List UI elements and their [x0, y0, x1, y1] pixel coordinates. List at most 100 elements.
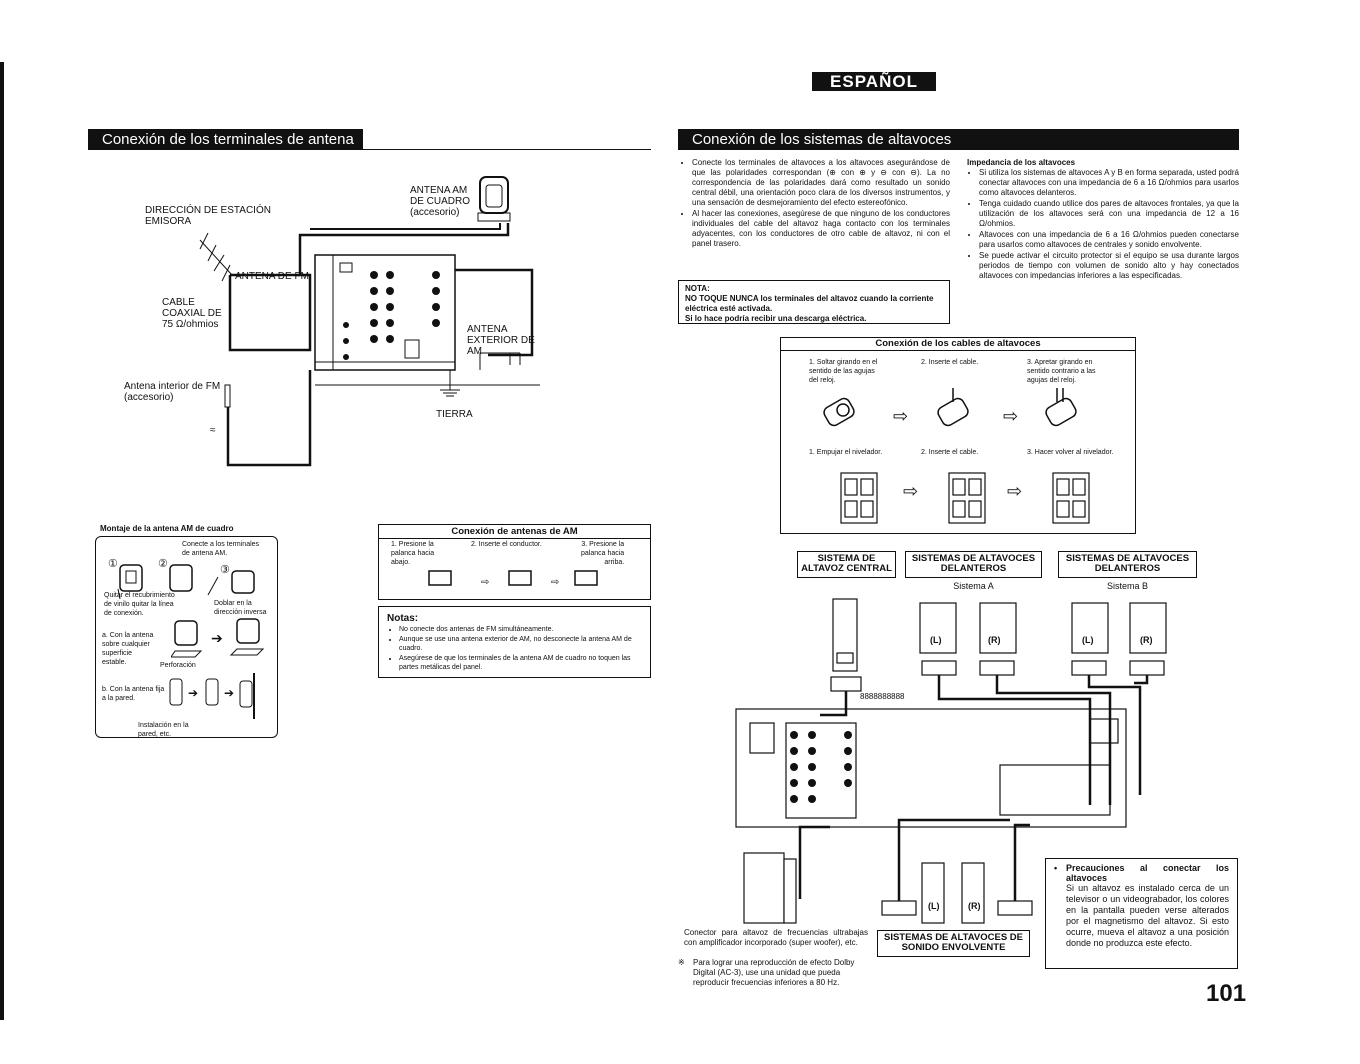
surround-left-speaker-icon — [921, 862, 945, 924]
bullet-item: Al hacer las conexiones, asegúrese de qu… — [692, 209, 950, 249]
subwoofer-note-mark: ※ — [678, 958, 685, 967]
svg-text:≈: ≈ — [210, 425, 216, 436]
nota-line1: NO TOQUE NUNCA los terminales del altavo… — [685, 294, 934, 313]
label-ground: TIERRA — [436, 409, 473, 420]
label-direction: DIRECCIÓN DE ESTACIÓN EMISORA — [145, 205, 271, 227]
loop-assembly-title: Montaje de la antena AM de cuadro — [100, 524, 234, 533]
label-am-loop: ANTENA AM DE CUADRO (accesorio) — [410, 185, 471, 218]
antenna-diagram: ≈ — [199, 176, 540, 467]
page-edge-bar — [0, 62, 4, 1020]
cable-row2-step1: 1. Empujar el nivelador. — [809, 449, 883, 456]
page-number: 101 — [1206, 980, 1247, 1007]
front-a-left-tag: (L) — [930, 635, 942, 645]
precautions-title-text: Precauciones al conectar los altavoces — [1066, 863, 1229, 883]
note-item: No conecte dos antenas de FM simultáneam… — [399, 625, 642, 634]
loop-steps-illustration: ① ② ③ — [108, 558, 255, 600]
label-fm-antenna: ANTENA DE FM — [235, 271, 309, 282]
loop-assembly-box: Conecte a los terminales de antena AM. ①… — [95, 536, 278, 738]
svg-text:➔: ➔ — [224, 686, 234, 700]
front-b-right-speaker-icon — [1129, 602, 1167, 654]
precautions-title: •Precauciones al conectar los altavoces — [1054, 863, 1229, 883]
front-a-right-speaker-icon — [979, 602, 1017, 654]
am-step3: 3. Presione la palanca hacia arriba. — [581, 541, 625, 566]
am-step2: 2. Inserte el conductor. — [471, 541, 542, 548]
speaker-wiring-diagram: 8888888888 — [735, 598, 1167, 924]
label-front-b: SISTEMAS DE ALTAVOCES DELANTEROS — [1058, 551, 1197, 578]
cable-connection-box: Conexión de los cables de altavoces 1. S… — [780, 337, 1136, 534]
precautions-box: •Precauciones al conectar los altavoces … — [1045, 858, 1238, 969]
front-b-left-speaker-icon — [1071, 602, 1109, 654]
svg-text:⇨: ⇨ — [903, 481, 918, 501]
surround-right-tag: (R) — [968, 901, 981, 911]
impedance-item: Altavoces con una impedancia de 6 a 16 Ω… — [979, 230, 1239, 250]
surround-right-speaker-icon — [961, 862, 985, 924]
am-loop-antenna-icon — [477, 176, 511, 222]
precautions-text: Si un altavoz es instalado cerca de un t… — [1066, 883, 1229, 948]
speaker-bullets: Conecte los terminales de altavoces a lo… — [680, 158, 950, 250]
label-fm-indoor: Antena interior de FM (accesorio) — [124, 381, 221, 403]
svg-text:8888888888: 8888888888 — [860, 692, 905, 701]
svg-text:➔: ➔ — [188, 686, 198, 700]
label-surround-system: SISTEMAS DE ALTAVOCES DE SONIDO ENVOLVEN… — [877, 930, 1030, 957]
note-item: Asegúrese de que los terminales de la an… — [399, 654, 642, 672]
loop-perforation: Perforación — [160, 662, 196, 669]
impedance-title: Impedancia de los altavoces — [967, 158, 1076, 167]
nota-line2: Si lo hace podría recibir una descarga e… — [685, 314, 867, 323]
subwoofer-text: Conector para altavoz de frecuencias ult… — [684, 928, 868, 947]
svg-text:⇨: ⇨ — [1007, 481, 1022, 501]
loop-step-remove: Quitar el recubrimiento de vinilo quitar… — [104, 592, 175, 617]
note-item: Aunque se use una antena exterior de AM,… — [399, 635, 642, 653]
impedance-item: Se puede activar el circuito protector s… — [979, 251, 1239, 281]
binding-post-illustration: ⇨ ⇨ — [823, 388, 1077, 427]
loop-step-bend: Doblar en la dirección inversa — [214, 600, 267, 616]
front-a-left-speaker-icon — [919, 602, 957, 654]
notes-box: Notas: No conecte dos antenas de FM simu… — [378, 606, 651, 678]
loop-stand-illustration: ➔ — [171, 618, 265, 658]
language-banner: ESPAÑOL — [812, 72, 936, 91]
loop-a-label: a. Con la antena sobre cualquier superfi… — [102, 632, 154, 666]
am-step1: 1. Presione la palanca hacia abajo. — [391, 541, 435, 566]
svg-text:⇨: ⇨ — [1003, 406, 1018, 426]
am-terminal-illustration: ⇨ ⇨ — [428, 570, 598, 588]
label-front-a: SISTEMAS DE ALTAVOCES DELANTEROS — [905, 551, 1042, 578]
label-front-b-sub: Sistema B — [1106, 581, 1148, 591]
am-connection-title: Conexión de antenas de AM — [379, 525, 650, 539]
left-section-rule — [363, 149, 651, 150]
surround-left-tag: (L) — [928, 901, 940, 911]
svg-text:②: ② — [158, 558, 168, 570]
right-section-title: Conexión de los sistemas de altavoces — [678, 129, 1239, 150]
impedance-item: Tenga cuidado cuando utilice dos pares d… — [979, 199, 1239, 229]
front-a-right-tag: (R) — [988, 635, 1001, 645]
loop-wall-illustration: ➔ ➔ — [169, 673, 255, 719]
subwoofer-icon — [743, 852, 785, 924]
svg-text:⇨: ⇨ — [481, 577, 489, 588]
label-front-a-sub: Sistema A — [953, 581, 994, 591]
cable-row2-step2: 2. Inserte el cable. — [921, 449, 979, 456]
cable-row1-step1: 1. Soltar girando en el sentido de las a… — [809, 359, 878, 384]
front-b-left-tag: (L) — [1082, 635, 1094, 645]
loop-b-label: b. Con la antena fija a la pared. — [102, 686, 165, 702]
nota-title: NOTA: — [685, 284, 710, 293]
front-b-right-tag: (R) — [1140, 635, 1153, 645]
subwoofer-note: Para lograr una reproducción de efecto D… — [693, 958, 855, 987]
fm-antenna-icon — [199, 232, 233, 282]
cable-row2-step3: 3. Hacer volver al nivelador. — [1027, 449, 1114, 456]
spring-terminal-illustration: ⇨ ⇨ — [840, 472, 1090, 524]
cable-row1-step2: 2. Inserte el cable. — [921, 359, 979, 366]
bullet-item: Conecte los terminales de altavoces a lo… — [692, 158, 950, 208]
svg-text:⇨: ⇨ — [893, 406, 908, 426]
receiver-rear-panel — [314, 254, 456, 371]
label-coax-cable: CABLE COAXIAL DE 75 Ω/ohmios — [162, 297, 222, 330]
loop-wall-label: Instalación en la pared, etc. — [138, 722, 189, 738]
svg-text:③: ③ — [220, 564, 230, 576]
impedance-item: Si utiliza los sistemas de altavoces A y… — [979, 168, 1239, 198]
nota-box: NOTA: NO TOQUE NUNCA los terminales del … — [678, 280, 950, 324]
notes-title: Notas: — [387, 613, 419, 624]
am-connection-box: Conexión de antenas de AM 1. Presione la… — [378, 524, 651, 600]
left-section-title: Conexión de los terminales de antena — [88, 129, 363, 150]
loop-step-connect: Conecte a los terminales de antena AM. — [182, 541, 260, 557]
svg-text:⇨: ⇨ — [551, 577, 559, 588]
svg-text:①: ① — [108, 558, 118, 570]
cable-connection-title: Conexión de los cables de altavoces — [781, 338, 1135, 351]
impedance-section: Impedancia de los altavoces Si utiliza l… — [967, 158, 1239, 282]
